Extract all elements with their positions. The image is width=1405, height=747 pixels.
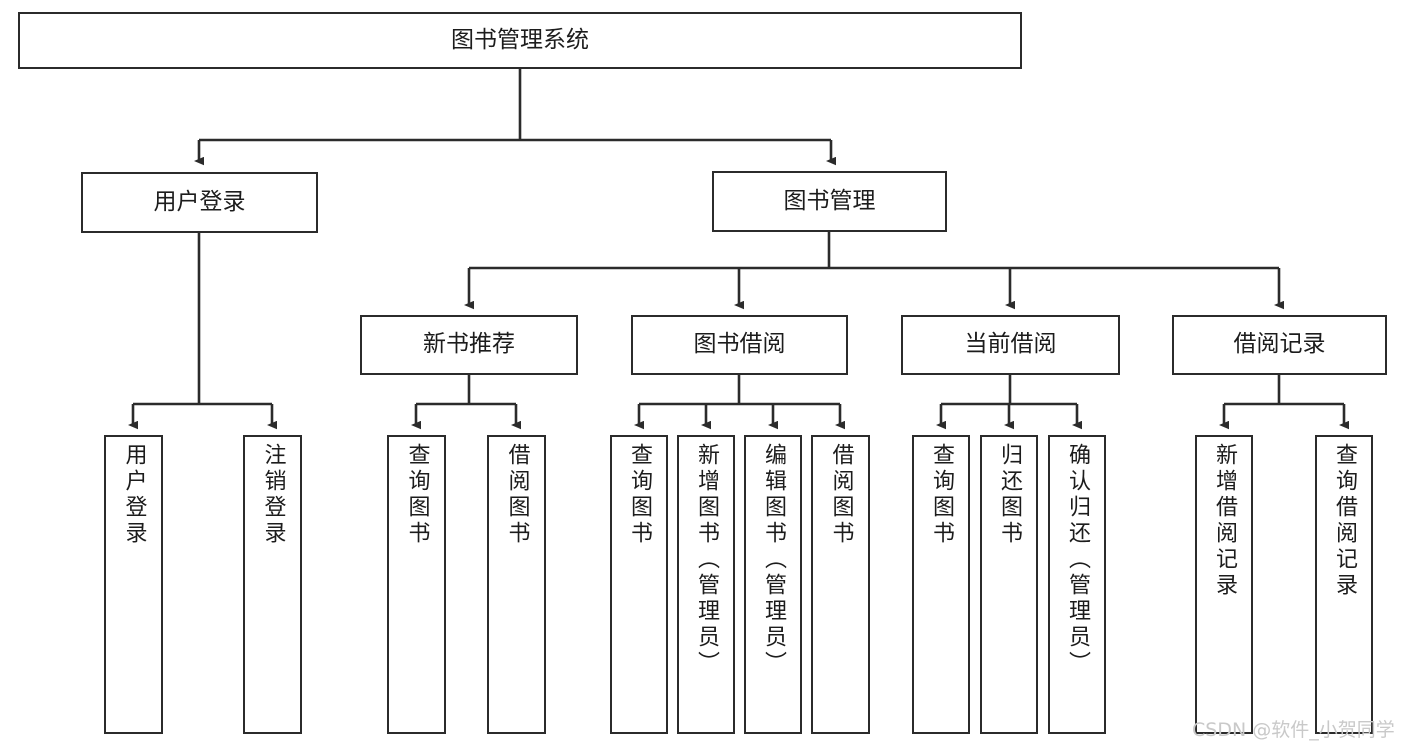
leaf-borrow-book-label: 借阅图书 [828,443,854,547]
node-new-book-recommend-label: 新书推荐 [423,331,515,358]
leaf-confirm-return-admin[interactable]: 确认归还（管理员） [1048,435,1106,734]
node-current-borrow-label: 当前借阅 [964,331,1057,358]
node-book-borrow[interactable]: 图书借阅 [631,315,848,375]
leaf-query-book-current[interactable]: 查询图书 [912,435,970,734]
node-user-login[interactable]: 用户登录 [81,172,318,233]
leaf-add-borrow-record[interactable]: 新增借阅记录 [1195,435,1253,734]
leaf-query-book-recommend-label: 查询图书 [404,443,430,547]
leaf-add-book-admin[interactable]: 新增图书（管理员） [677,435,735,734]
node-book-management[interactable]: 图书管理 [712,171,947,232]
leaf-query-borrow-record[interactable]: 查询借阅记录 [1315,435,1373,734]
leaf-add-book-admin-label: 新增图书（管理员） [694,443,719,677]
watermark-text: CSDN @软件_小贺同学 [1192,719,1395,741]
node-root-label: 图书管理系统 [451,26,589,53]
leaf-user-login-label: 用户登录 [121,443,147,547]
leaf-borrow-book[interactable]: 借阅图书 [811,435,870,734]
node-borrow-record-label: 借阅记录 [1233,331,1326,358]
leaf-query-book-current-label: 查询图书 [929,443,954,547]
leaf-query-borrow-record-label: 查询借阅记录 [1332,443,1357,599]
leaf-borrow-book-recommend[interactable]: 借阅图书 [487,435,546,734]
leaf-confirm-return-admin-label: 确认归还（管理员） [1065,443,1090,677]
node-borrow-record[interactable]: 借阅记录 [1172,315,1387,375]
node-book-borrow-label: 图书借阅 [693,331,786,358]
leaf-edit-book-admin[interactable]: 编辑图书（管理员） [744,435,802,734]
node-current-borrow[interactable]: 当前借阅 [901,315,1120,375]
leaf-query-book-borrow[interactable]: 查询图书 [610,435,668,734]
node-root[interactable]: 图书管理系统 [18,12,1022,69]
leaf-return-book[interactable]: 归还图书 [980,435,1038,734]
node-book-management-label: 图书管理 [783,187,876,214]
leaf-edit-book-admin-label: 编辑图书（管理员） [761,443,786,677]
leaf-user-login[interactable]: 用户登录 [104,435,163,734]
leaf-borrow-book-recommend-label: 借阅图书 [504,443,530,547]
node-new-book-recommend[interactable]: 新书推荐 [360,315,578,375]
node-user-login-label: 用户登录 [153,188,246,215]
leaf-add-borrow-record-label: 新增借阅记录 [1212,443,1237,599]
leaf-logout-label: 注销登录 [260,443,286,547]
leaf-query-book-recommend[interactable]: 查询图书 [387,435,446,734]
leaf-return-book-label: 归还图书 [997,443,1022,547]
leaf-logout[interactable]: 注销登录 [243,435,302,734]
leaf-query-book-borrow-label: 查询图书 [627,443,652,547]
